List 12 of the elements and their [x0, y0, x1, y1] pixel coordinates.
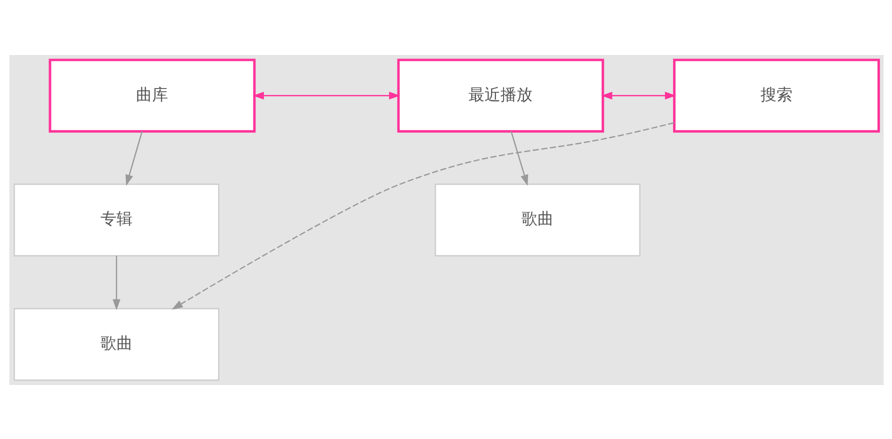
node-box: 专辑	[13, 183, 219, 256]
node-box: 歌曲	[434, 183, 640, 256]
node-box: 搜索	[672, 58, 880, 132]
node-box: 歌曲	[13, 308, 219, 380]
arrow	[600, 91, 676, 100]
arrow	[125, 130, 142, 186]
arrow	[510, 130, 528, 186]
arrow	[112, 255, 120, 310]
arrow	[252, 91, 400, 100]
arrow	[171, 122, 674, 310]
node-box: 最近播放	[396, 58, 604, 132]
node-box: 曲库	[48, 58, 256, 132]
